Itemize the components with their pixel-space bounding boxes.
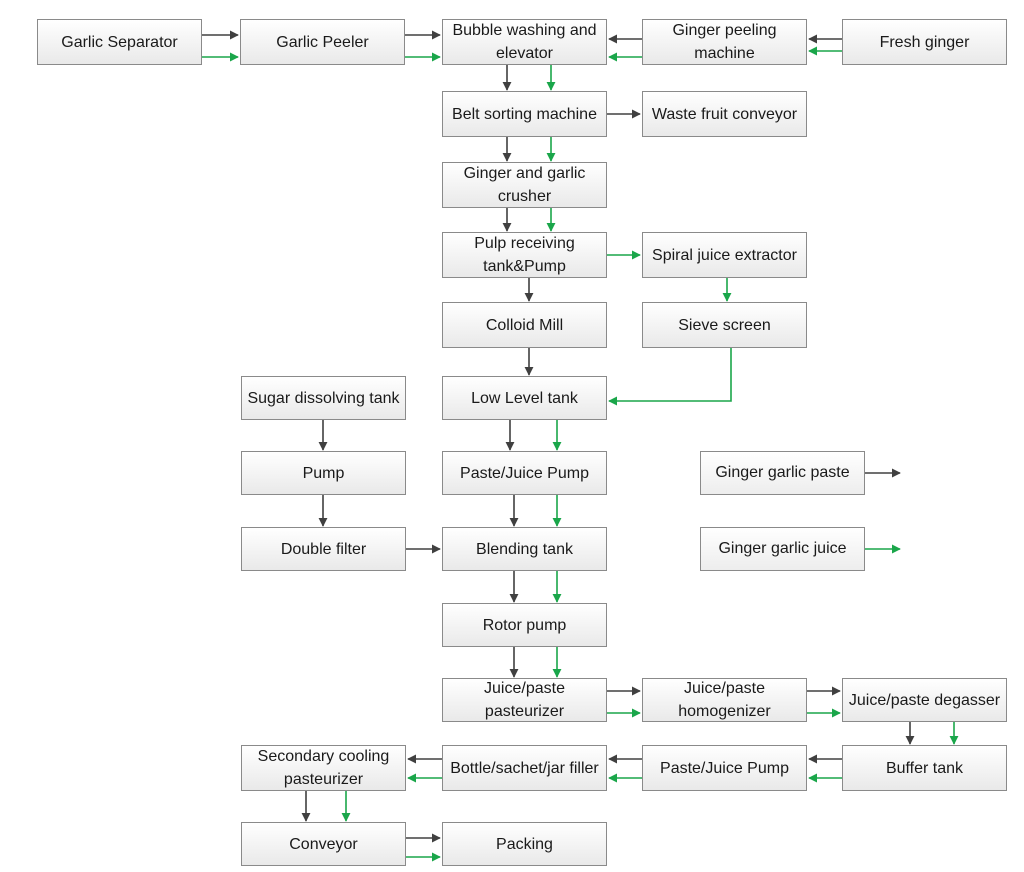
node-spiral-extractor: Spiral juice extractor — [642, 232, 807, 278]
node-sugar-dissolving-tank: Sugar dissolving tank — [241, 376, 406, 420]
node-double-filter: Double filter — [241, 527, 406, 571]
legend-paste-label: Ginger garlic paste — [700, 451, 865, 495]
node-garlic-separator: Garlic Separator — [37, 19, 202, 65]
node-pasteurizer: Juice/paste pasteurizer — [442, 678, 607, 722]
node-colloid-mill: Colloid Mill — [442, 302, 607, 348]
node-buffer-tank: Buffer tank — [842, 745, 1007, 791]
node-ginger-peeling: Ginger peeling machine — [642, 19, 807, 65]
juice-flow-arrow-19 — [608, 348, 732, 406]
node-pulp-receiving: Pulp receiving tank&Pump — [442, 232, 607, 278]
legend-juice-label: Ginger garlic juice — [700, 527, 865, 571]
node-secondary-cooling: Secondary cooling pasteurizer — [241, 745, 406, 791]
node-fresh-ginger: Fresh ginger — [842, 19, 1007, 65]
node-conveyor: Conveyor — [241, 822, 406, 866]
node-rotor-pump: Rotor pump — [442, 603, 607, 647]
node-low-level-tank: Low Level tank — [442, 376, 607, 420]
node-crusher: Ginger and garlic crusher — [442, 162, 607, 208]
node-filler: Bottle/sachet/jar filler — [442, 745, 607, 791]
node-degasser: Juice/paste degasser — [842, 678, 1007, 722]
node-sieve-screen: Sieve screen — [642, 302, 807, 348]
node-blending-tank: Blending tank — [442, 527, 607, 571]
node-belt-sorting: Belt sorting machine — [442, 91, 607, 137]
node-packing: Packing — [442, 822, 607, 866]
node-waste-fruit-conveyor: Waste fruit conveyor — [642, 91, 807, 137]
node-pump: Pump — [241, 451, 406, 495]
node-homogenizer: Juice/paste homogenizer — [642, 678, 807, 722]
node-garlic-peeler: Garlic Peeler — [240, 19, 405, 65]
node-bubble-washing: Bubble washing and elevator — [442, 19, 607, 65]
node-paste-juice-pump-2: Paste/Juice Pump — [642, 745, 807, 791]
node-paste-juice-pump-1: Paste/Juice Pump — [442, 451, 607, 495]
